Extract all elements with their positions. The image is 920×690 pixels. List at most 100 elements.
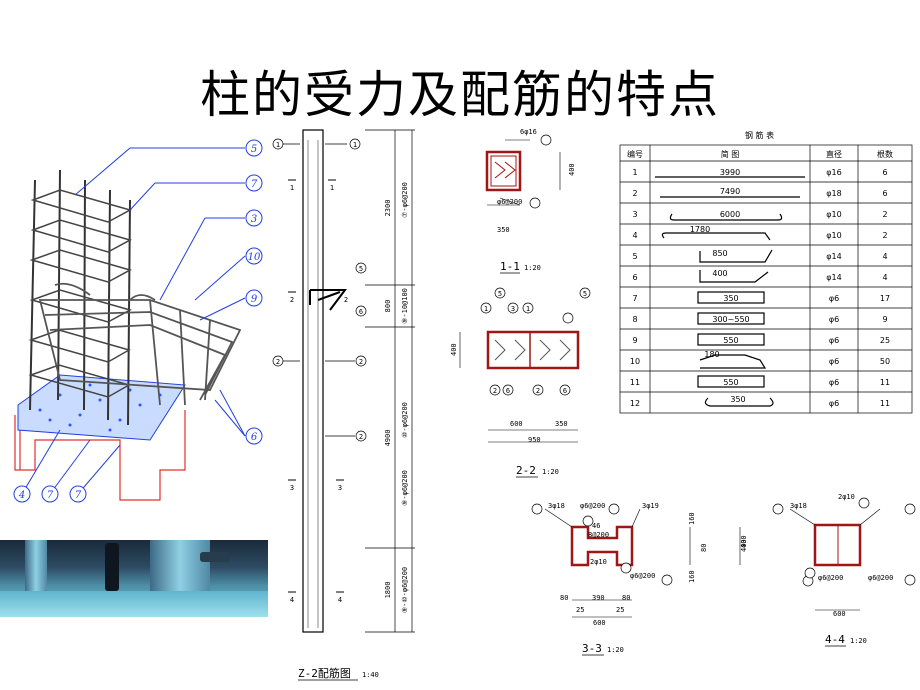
callout-label: 6 (251, 432, 258, 443)
photo-floor (0, 591, 268, 617)
row-dia: φ18 (826, 189, 841, 198)
row-no: 7 (632, 294, 637, 303)
photo-bench (200, 552, 230, 562)
row-dim: 6000 (720, 210, 740, 219)
elev-dim: 4900 (384, 430, 392, 447)
row-dim: 400 (712, 269, 727, 278)
row-count: 11 (880, 399, 890, 408)
sec3-dim: 25 (576, 606, 584, 614)
elev-circle-label: 5 (359, 265, 363, 273)
sec3-note: 46 (592, 522, 600, 530)
elevation-caption: Z-2配筋图 (298, 666, 351, 680)
callout-5-circle (245, 139, 263, 157)
table-header: 简 图 (721, 149, 740, 159)
rebar-shapes (655, 176, 805, 407)
row-no: 3 (632, 210, 637, 219)
sec3-label: 3-3 (582, 642, 602, 655)
sec1-dim-w: 350 (497, 226, 510, 234)
sec3-note: 3φ19 (642, 502, 659, 510)
row-dim: 850 (712, 249, 727, 258)
sec1-tie: φ6@200 (497, 198, 522, 206)
section-mark: 3 (290, 484, 294, 492)
sec3-note: 8@200 (588, 531, 609, 539)
callout-label: 3 (251, 214, 257, 225)
sec3-note: 2φ10 (590, 558, 607, 566)
sec1-label: 1-1 (500, 260, 520, 273)
row-dia: φ14 (826, 252, 841, 261)
elevation-scale: 1:40 (362, 671, 379, 679)
row-no: 9 (632, 336, 637, 345)
sec2-circle-label: 6 (563, 387, 567, 395)
elev-circle-label: 2 (359, 433, 363, 441)
elev-circle-label: 6 (359, 308, 363, 316)
row-dia: φ10 (826, 210, 841, 219)
elev-circle-label: 2 (359, 358, 363, 366)
elev-dim: 2300 (384, 200, 392, 217)
sec3-note: φ6@200 (630, 572, 655, 580)
row-dim: 350 (730, 395, 745, 404)
sec3-dim: 390 (592, 594, 605, 602)
sec2-circle-label: 6 (506, 387, 510, 395)
sec2-circle-label: 2 (536, 387, 540, 395)
sec3-note: φ6@200 (580, 502, 605, 510)
section-mark: 3 (338, 484, 342, 492)
callout-label: 7 (47, 490, 54, 501)
row-dia: φ6 (829, 399, 839, 408)
sec4-dim: 400 (740, 535, 748, 548)
row-dim: 180 (704, 350, 719, 359)
sec3-side-dim: 160 (688, 570, 696, 583)
table-rows: 1 3990 φ16 6 2 7490 φ18 6 3 6000 φ10 2 4… (630, 168, 890, 408)
row-dia: φ6 (829, 378, 839, 387)
row-count: 2 (882, 231, 887, 240)
row-count: 4 (882, 273, 887, 282)
table-header: 直径 (826, 149, 842, 159)
sec2-scale: 1:20 (542, 468, 559, 476)
callout-label: 9 (251, 294, 258, 305)
sec3-dim: 80 (622, 594, 630, 602)
section-3-3 (544, 508, 741, 618)
section-mark: 4 (290, 596, 294, 604)
section-mark: 2 (290, 296, 294, 304)
table-header: 编号 (627, 149, 643, 159)
elev-rebar-note: ⑦-φ6@200 (401, 182, 409, 218)
sec2-dim-h: 400 (450, 343, 458, 356)
elev-rebar-note: ⑨-φ6@200 (401, 470, 409, 506)
sec2-dim: 600 (510, 420, 523, 428)
row-count: 4 (882, 252, 887, 261)
base-concrete (17, 374, 186, 441)
callout-label: 7 (75, 490, 82, 501)
row-dia: φ14 (826, 273, 841, 282)
photo-person (105, 543, 119, 591)
sec2-dim: 350 (555, 420, 568, 428)
row-no: 12 (630, 399, 640, 408)
callout-leaders (21, 147, 246, 495)
row-count: 11 (880, 378, 890, 387)
sec4-label: 4-4 (825, 633, 845, 646)
callout-label: 5 (251, 144, 257, 155)
row-count: 6 (882, 189, 887, 198)
sec2-circle-label: 1 (484, 305, 488, 313)
station-photo (0, 540, 268, 617)
table-title: 钢 筋 表 (745, 130, 774, 140)
sec4-note: 2φ10 (838, 493, 855, 501)
row-dim: 350 (723, 294, 738, 303)
row-dim: 1780 (690, 225, 710, 234)
row-dia: φ6 (829, 294, 839, 303)
sec3-dim: 25 (616, 606, 624, 614)
sec4-note: φ6@200 (868, 574, 893, 582)
row-dia: φ10 (826, 231, 841, 240)
row-count: 6 (882, 168, 887, 177)
sec2-circle-label: 2 (493, 387, 497, 395)
section-mark: 4 (338, 596, 342, 604)
row-no: 2 (632, 189, 637, 198)
elev-rebar-note: ⑩-φ6@200 (401, 402, 409, 438)
row-count: 25 (880, 336, 890, 345)
sec3-dim: 80 (560, 594, 568, 602)
row-no: 6 (632, 273, 637, 282)
section-mark: 2 (344, 296, 348, 304)
sec2-circle-label: 5 (498, 290, 502, 298)
sec4-dim: 600 (833, 610, 846, 618)
column-ties (28, 189, 132, 398)
elev-dim: 1800 (384, 582, 392, 599)
bracket-cage (38, 282, 242, 406)
